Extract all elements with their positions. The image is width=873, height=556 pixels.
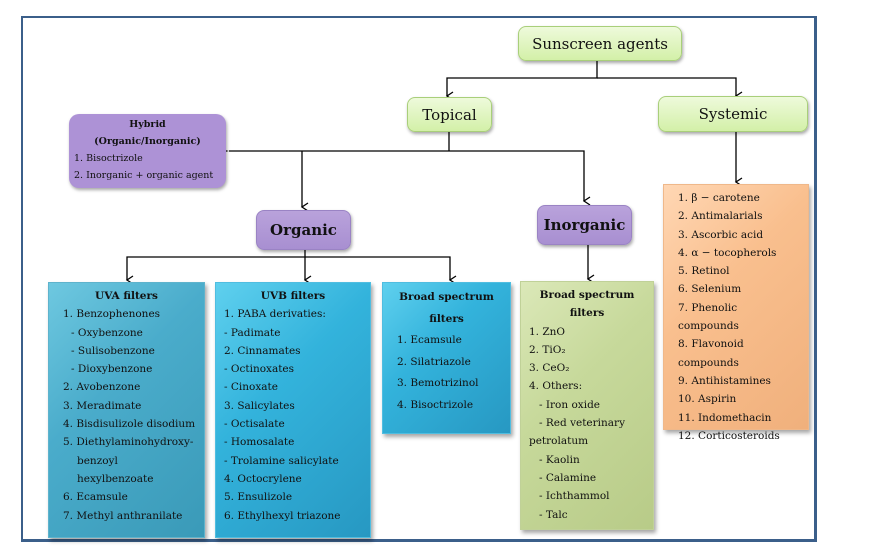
box-uva-filters: UVA filters 1. Benzophenones - Oxybenzon… [48, 282, 205, 538]
broad-inorganic-item: 2. TiO₂ [529, 343, 566, 356]
broad-inorganic-item: 3. CeO₂ [529, 362, 570, 375]
broad-inorganic-item: - Talc [539, 508, 568, 521]
node-topical: Topical [407, 97, 492, 132]
uva-item: hexylbenzoate [77, 472, 154, 485]
systemic-item: 11. Indomethacin [678, 411, 772, 424]
hybrid-item: 2. Inorganic + organic agent [74, 170, 214, 181]
root-node-sunscreen-agents: Sunscreen agents [518, 26, 682, 61]
uva-item: 6. Ecamsule [63, 491, 128, 504]
uva-item: - Oxybenzone [71, 326, 143, 339]
hybrid-item: 1. Bisoctrizole [74, 153, 143, 164]
broad-organic-item: 2. Silatriazole [397, 355, 471, 368]
broad-organic-connector [305, 256, 457, 285]
uva-item: 5. Diethylaminohydroxy- [63, 436, 194, 449]
uvb-item: - Padimate [224, 326, 281, 339]
systemic-item: 4. α − tocopherols [678, 246, 777, 259]
broad-organic-title: Broad spectrum [399, 291, 494, 303]
inorganic-connector [449, 150, 591, 206]
node-hybrid: Hybrid (Organic/Inorganic) 1. Bisoctrizo… [69, 114, 226, 188]
node-organic: Organic [256, 210, 351, 250]
broad-inorganic-item: - Red veterinary [539, 417, 625, 430]
uva-item: benzoyl [77, 454, 118, 467]
uvb-item: - Homosalate [224, 436, 295, 449]
broad-inorganic-item: 1. ZnO [529, 325, 566, 338]
uvb-title: UVB filters [260, 290, 326, 302]
systemic-item: 2. Antimalarials [678, 210, 763, 223]
diagram-frame [21, 16, 817, 542]
broad-inorganic-item: - Iron oxide [539, 398, 601, 411]
uva-item: 1. Benzophenones [63, 308, 161, 321]
organic-branch [125, 249, 306, 285]
broad-inorganic-item: - Ichthammol [539, 490, 610, 503]
uvb-item: 1. PABA derivaties: [224, 308, 326, 321]
systemic-item: 10. Aspirin [678, 393, 737, 406]
systemic-label: Systemic [698, 105, 768, 123]
broad-inorganic-item: 4. Others: [529, 380, 583, 393]
broad-inorganic-title: Broad spectrum [539, 289, 635, 301]
uva-item: 3. Meradimate [63, 399, 142, 412]
broad-inorganic-item: petrolatum [529, 435, 589, 448]
node-inorganic: Inorganic [537, 205, 632, 245]
systemic-connector [597, 77, 743, 101]
broad-organic-item: 3. Bemotrizinol [397, 377, 479, 389]
uva-item: - Sulisobenzone [71, 344, 155, 357]
node-systemic: Systemic [658, 96, 808, 132]
uva-title: UVA filters [95, 290, 158, 302]
systemic-item: 7. Phenolic compounds [678, 301, 739, 333]
systemic-item: 5. Retinol [678, 265, 730, 278]
broad-inorganic-item: - Kaolin [539, 453, 580, 466]
box-systemic-agents: 1. β − carotene 2. Antimalarials 3. Asco… [663, 184, 809, 442]
inorganic-label: Inorganic [543, 216, 626, 234]
broad-organic-item: 4. Bisoctrizole [397, 398, 474, 411]
root-connector [445, 59, 598, 101]
systemic-item: 9. Antihistamines [678, 374, 771, 387]
systemic-item: 1. β − carotene [678, 192, 760, 204]
uvb-item: - Octisalate [224, 418, 285, 431]
box-broad-spectrum-organic: Broad spectrum filters 1. Ecamsule 2. Si… [382, 282, 511, 434]
uvb-item: - Trolamine salicylate [224, 454, 339, 467]
uva-item: 2. Avobenzone [63, 381, 141, 394]
topical-label: Topical [422, 105, 477, 124]
broad-inorganic-title-2: filters [569, 307, 605, 320]
uva-item: 7. Methyl anthranilate [63, 509, 183, 522]
systemic-item: 8. Flavonoid compounds [678, 338, 744, 369]
hybrid-subtitle: (Organic/Inorganic) [94, 136, 201, 147]
broad-organic-title-2: filters [429, 312, 464, 325]
uvb-item: 2. Cinnamates [224, 344, 301, 357]
uvb-item: - Cinoxate [224, 381, 278, 394]
uvb-item: 4. Octocrylene [224, 472, 302, 485]
uva-item: - Dioxybenzone [71, 363, 153, 376]
uvb-item: 5. Ensulizole [224, 491, 293, 504]
systemic-item: 3. Ascorbic acid [678, 228, 764, 241]
broad-inorganic-item: - Calamine [539, 471, 597, 484]
uvb-item: 6. Ethylhexyl triazone [224, 509, 341, 522]
box-broad-spectrum-inorganic: Broad spectrum filters 1. ZnO 2. TiO₂ 3.… [520, 281, 654, 530]
systemic-item: 12. Corticosteroids [678, 429, 780, 442]
hybrid-title: Hybrid [129, 119, 166, 130]
root-label: Sunscreen agents [532, 34, 668, 53]
uvb-item: - Octinoxates [224, 363, 295, 376]
broad-organic-item: 1. Ecamsule [397, 334, 462, 346]
box-uvb-filters: UVB filters 1. PABA derivaties: - Padima… [215, 282, 371, 538]
uvb-item: 3. Salicylates [224, 399, 295, 412]
uva-item: 4. Bisdisulizole disodium [63, 418, 196, 431]
systemic-item: 6. Selenium [678, 283, 742, 296]
organic-label: Organic [270, 221, 337, 239]
